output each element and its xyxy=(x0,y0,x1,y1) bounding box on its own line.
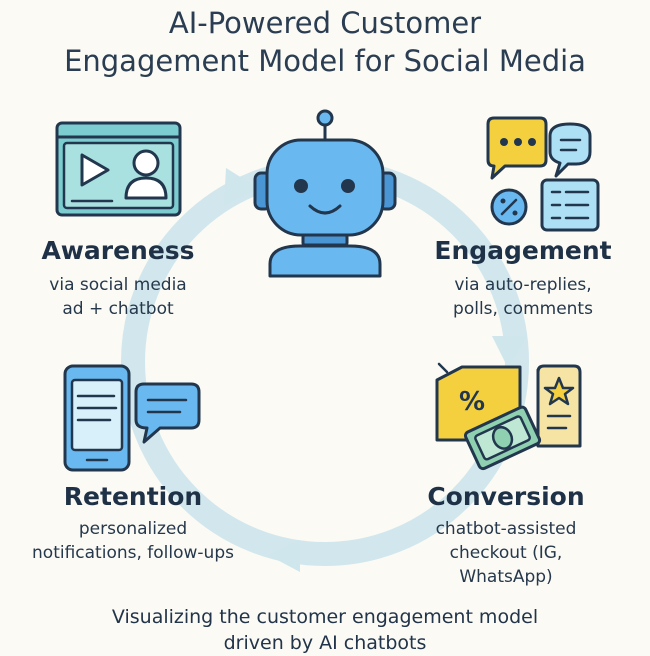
title-line-2: Engagement Model for Social Media xyxy=(64,44,586,78)
caption-line-1: Visualizing the customer engagement mode… xyxy=(111,606,539,628)
stage-title-engagement: Engagement xyxy=(434,236,612,265)
stage-desc-line: chatbot-assisted xyxy=(435,519,577,539)
stage-desc-line: via social media xyxy=(49,275,187,295)
chatbot-robot-icon xyxy=(253,109,397,278)
coupon-cash-icon xyxy=(435,362,582,471)
stage-desc-awareness: via social media ad + chatbot xyxy=(28,273,208,321)
caption-line-2: driven by AI chatbots xyxy=(223,632,427,654)
chat-poll-icons xyxy=(486,116,600,232)
arrow-head-right xyxy=(492,336,527,368)
stage-desc-line: WhatsApp) xyxy=(459,567,553,587)
title-line-1: AI-Powered Customer xyxy=(168,6,482,40)
caption: Visualizing the customer engagement mode… xyxy=(0,604,650,656)
cash-bill-icon xyxy=(463,405,542,471)
stage-desc-line: notifications, follow-ups xyxy=(32,543,234,563)
stage-desc-line: polls, comments xyxy=(453,299,593,319)
arrow-head-bottom xyxy=(268,540,300,572)
stage-desc-line: via auto-replies, xyxy=(454,275,592,295)
stage-desc-line: checkout (IG, xyxy=(449,543,563,563)
stage-desc-line: ad + chatbot xyxy=(62,299,174,319)
stage-desc-conversion: chatbot-assisted checkout (IG, WhatsApp) xyxy=(420,517,592,589)
phone-message-icon xyxy=(63,364,201,472)
coupon-percent-symbol: % xyxy=(458,387,486,417)
video-ad-icon xyxy=(55,121,182,217)
chat-bubble-dots-icon xyxy=(486,116,548,180)
stage-desc-line: personalized xyxy=(78,519,188,539)
page-title: AI-Powered Customer Engagement Model for… xyxy=(0,4,650,80)
stage-desc-engagement: via auto-replies, polls, comments xyxy=(428,273,618,321)
arrow-head-top-left xyxy=(224,168,258,206)
stage-title-conversion: Conversion xyxy=(427,482,585,511)
stage-desc-retention: personalized notifications, follow-ups xyxy=(14,517,252,565)
stage-title-awareness: Awareness xyxy=(41,236,195,265)
stage-title-retention: Retention xyxy=(63,482,203,511)
